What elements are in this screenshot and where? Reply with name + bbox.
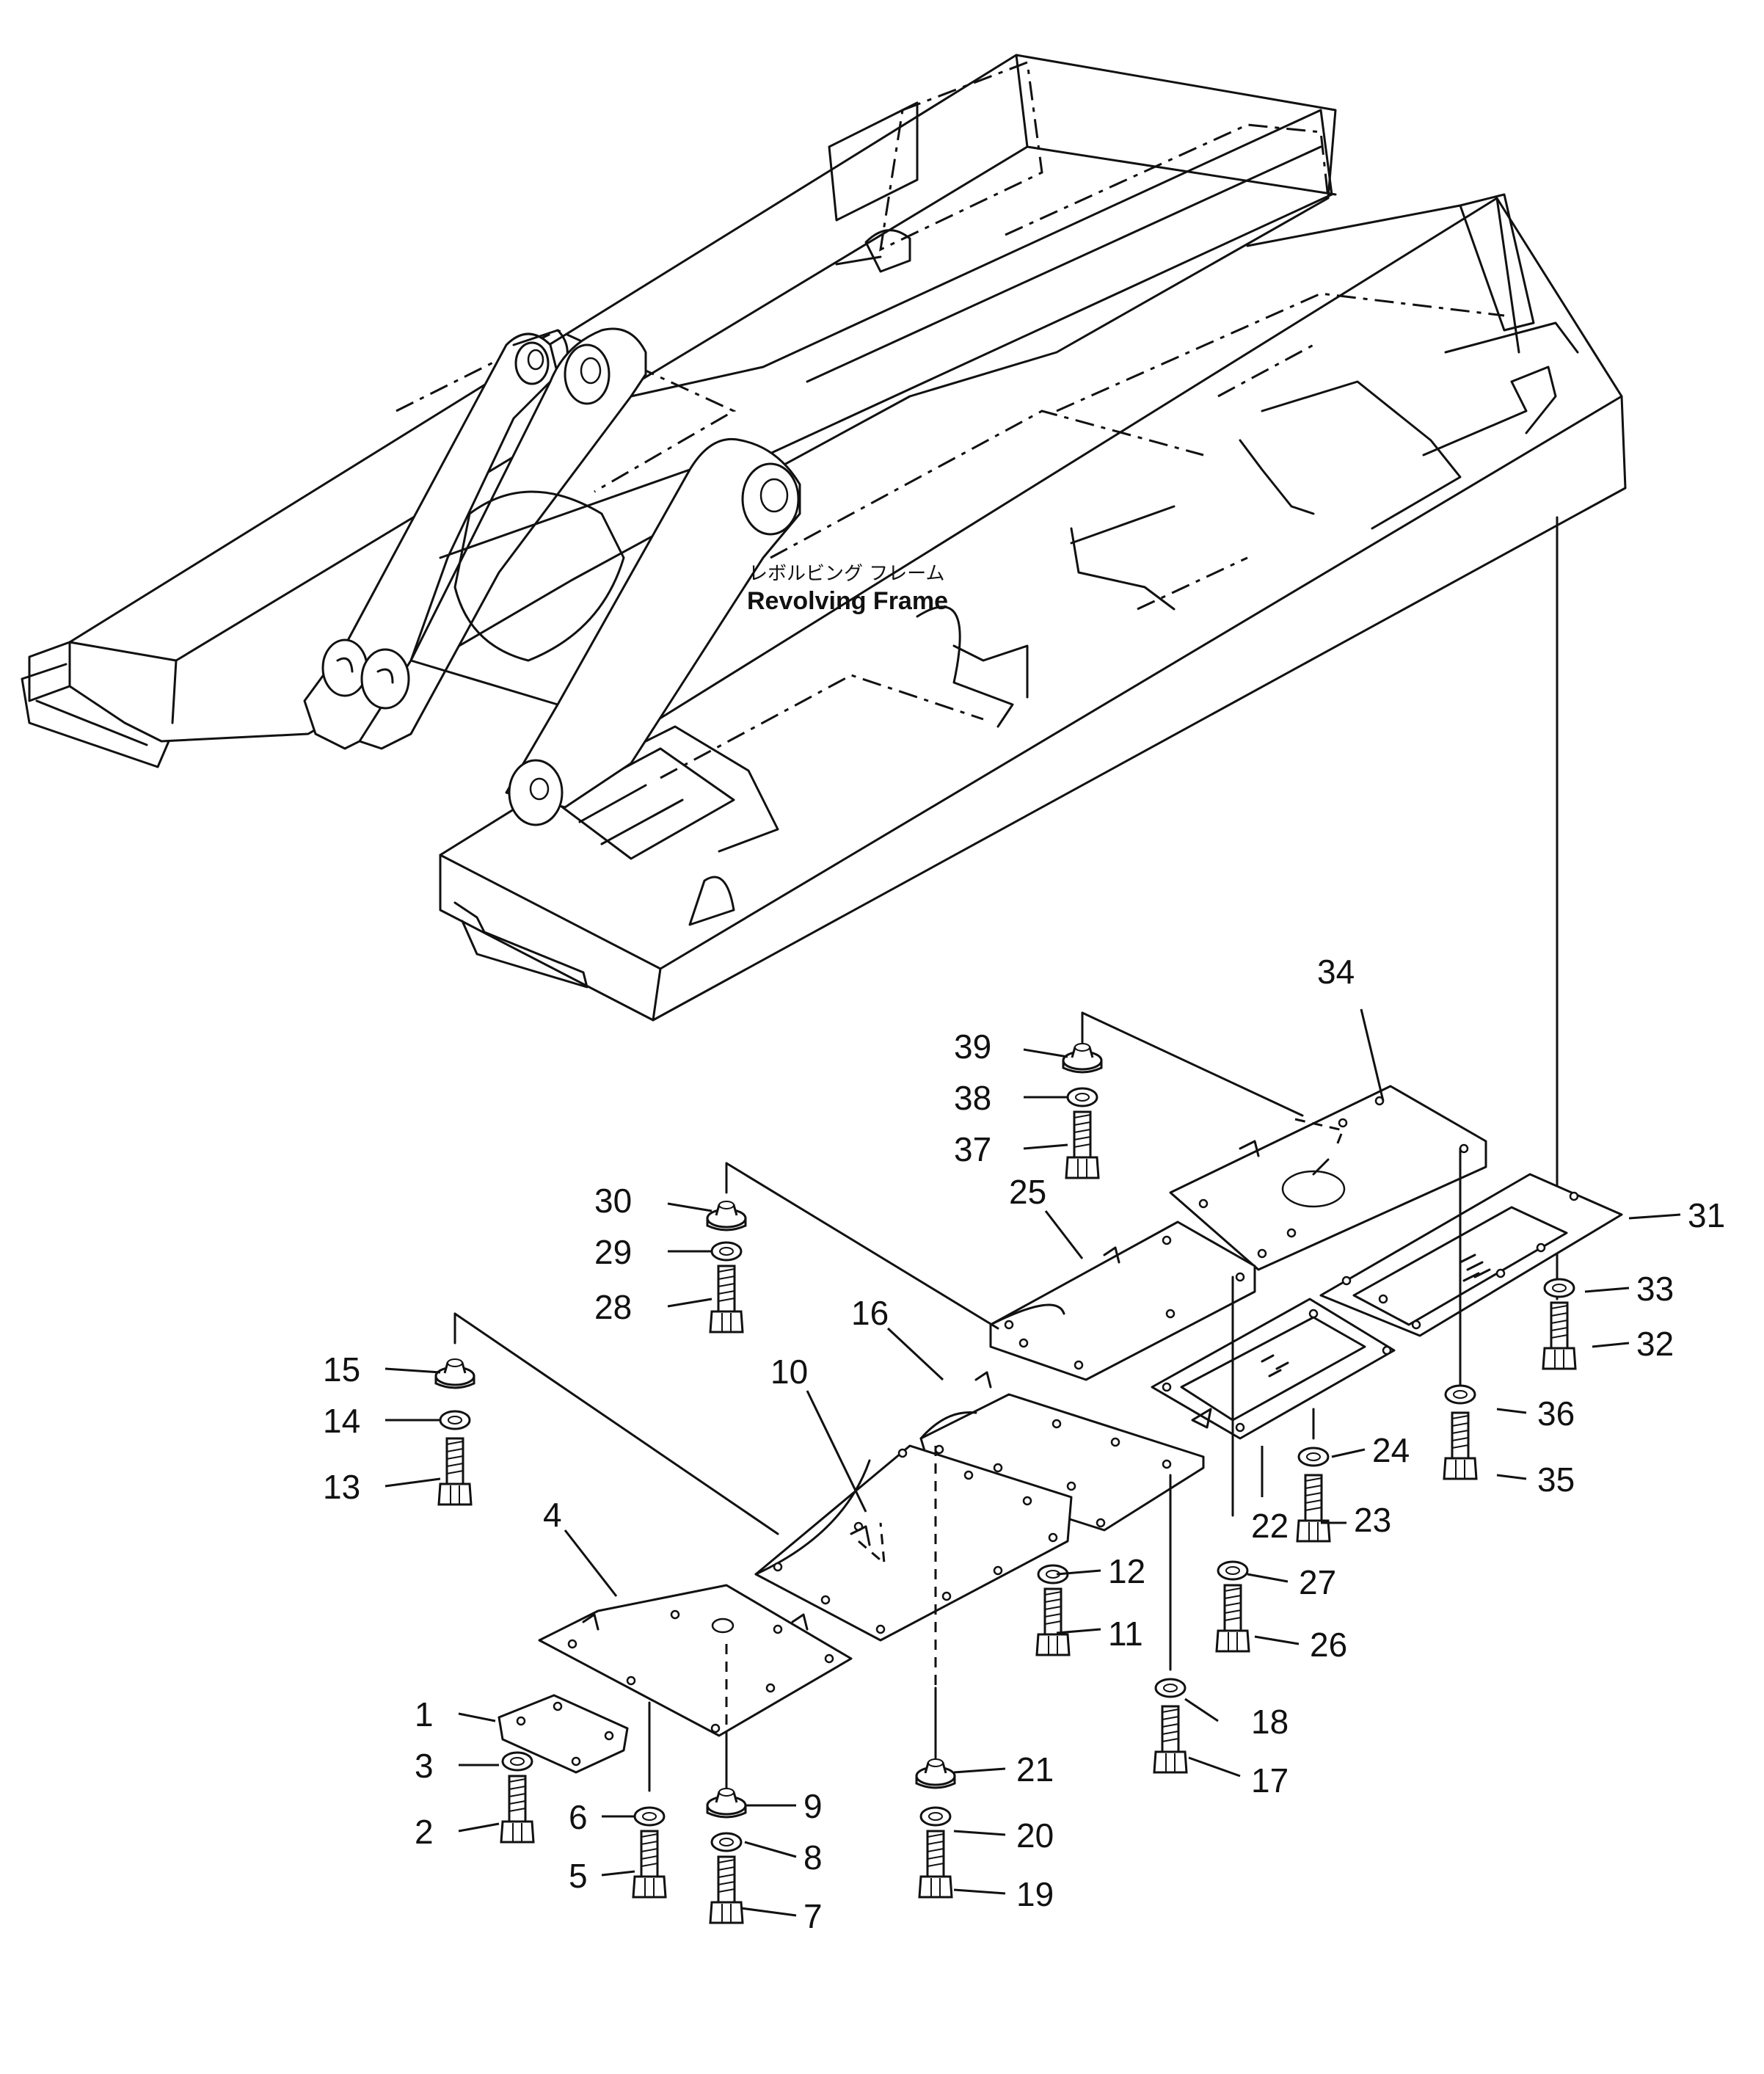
bolt-2 <box>500 1775 535 1844</box>
fasteners <box>434 1043 1577 1924</box>
frame-title-jp: レボルビング フレーム <box>748 563 945 585</box>
callout-30: 30 <box>594 1182 632 1220</box>
washer-29 <box>710 1241 743 1262</box>
callout-36: 36 <box>1537 1394 1575 1433</box>
leader-lines <box>384 1008 1681 1917</box>
callout-12: 12 <box>1108 1552 1145 1590</box>
callout-1: 1 <box>415 1695 434 1733</box>
callout-7: 7 <box>803 1897 823 1935</box>
nut-30 <box>706 1201 747 1231</box>
callout-32: 32 <box>1636 1325 1674 1363</box>
nut-9 <box>706 1788 747 1819</box>
callout-31: 31 <box>1688 1196 1725 1234</box>
cover-plate-10 <box>754 1444 1073 1642</box>
bolt-35 <box>1443 1411 1478 1480</box>
bolt-17 <box>1153 1705 1188 1774</box>
cover-plate-22 <box>1151 1298 1396 1440</box>
callout-6: 6 <box>569 1798 588 1836</box>
callout-27: 27 <box>1299 1563 1336 1601</box>
callout-24: 24 <box>1372 1431 1410 1469</box>
callout-33: 33 <box>1636 1270 1674 1308</box>
callout-21: 21 <box>1016 1750 1054 1789</box>
callout-16: 16 <box>851 1294 889 1332</box>
cover-plate-25 <box>989 1220 1256 1381</box>
washer-3 <box>501 1751 533 1772</box>
callout-11: 11 <box>1108 1615 1143 1653</box>
callout-3: 3 <box>415 1747 434 1785</box>
washer-38 <box>1066 1087 1098 1107</box>
callout-4: 4 <box>543 1496 562 1534</box>
callout-34: 34 <box>1317 953 1355 991</box>
callout-37: 37 <box>954 1130 991 1168</box>
washer-12 <box>1037 1564 1069 1584</box>
callout-25: 25 <box>1009 1173 1046 1211</box>
bolt-13 <box>437 1437 473 1506</box>
washer-36 <box>1444 1384 1476 1405</box>
frame-title-en: Revolving Frame <box>747 587 948 615</box>
callout-26: 26 <box>1310 1626 1347 1664</box>
cover-plate-4 <box>538 1584 853 1737</box>
bolt-19 <box>918 1830 953 1899</box>
nut-39 <box>1062 1043 1103 1074</box>
callout-17: 17 <box>1251 1761 1289 1800</box>
washer-33 <box>1543 1278 1575 1298</box>
revolving-frame <box>21 54 1627 1022</box>
callout-35: 35 <box>1537 1460 1575 1499</box>
callout-numbers: 1 2 3 4 5 6 7 8 9 10 11 12 13 14 15 16 1… <box>323 953 1725 1935</box>
callout-22: 22 <box>1251 1507 1289 1545</box>
callout-39: 39 <box>954 1027 991 1066</box>
washer-18 <box>1154 1678 1187 1698</box>
bolt-11 <box>1035 1587 1071 1656</box>
washer-24 <box>1297 1447 1330 1467</box>
callout-14: 14 <box>323 1402 360 1440</box>
nut-21 <box>915 1758 956 1789</box>
bolt-5 <box>632 1830 667 1899</box>
bolt-26 <box>1215 1584 1250 1653</box>
washer-20 <box>919 1806 952 1827</box>
callout-8: 8 <box>803 1838 823 1877</box>
callout-18: 18 <box>1251 1703 1289 1741</box>
callout-5: 5 <box>569 1857 588 1895</box>
nut-15 <box>434 1358 475 1389</box>
callout-23: 23 <box>1354 1501 1391 1539</box>
callout-9: 9 <box>803 1787 823 1825</box>
callout-19: 19 <box>1016 1875 1054 1913</box>
bolt-28 <box>709 1265 744 1333</box>
callout-29: 29 <box>594 1233 632 1271</box>
alignment-lines <box>453 1011 1462 1800</box>
bolt-23 <box>1296 1474 1331 1543</box>
callout-13: 13 <box>323 1468 360 1506</box>
washer-6 <box>633 1806 666 1827</box>
callout-15: 15 <box>323 1350 360 1389</box>
callout-38: 38 <box>954 1079 991 1117</box>
bolt-32 <box>1542 1301 1577 1370</box>
callout-20: 20 <box>1016 1816 1054 1855</box>
bolt-37 <box>1065 1110 1100 1179</box>
callout-28: 28 <box>594 1288 632 1326</box>
washer-27 <box>1217 1560 1249 1581</box>
washer-14 <box>439 1410 471 1430</box>
washer-8 <box>710 1832 743 1852</box>
cover-plates <box>498 1085 1623 1774</box>
callout-10: 10 <box>770 1353 808 1391</box>
bolt-7 <box>709 1855 744 1924</box>
cover-plate-1 <box>498 1694 629 1774</box>
callout-2: 2 <box>415 1813 434 1851</box>
